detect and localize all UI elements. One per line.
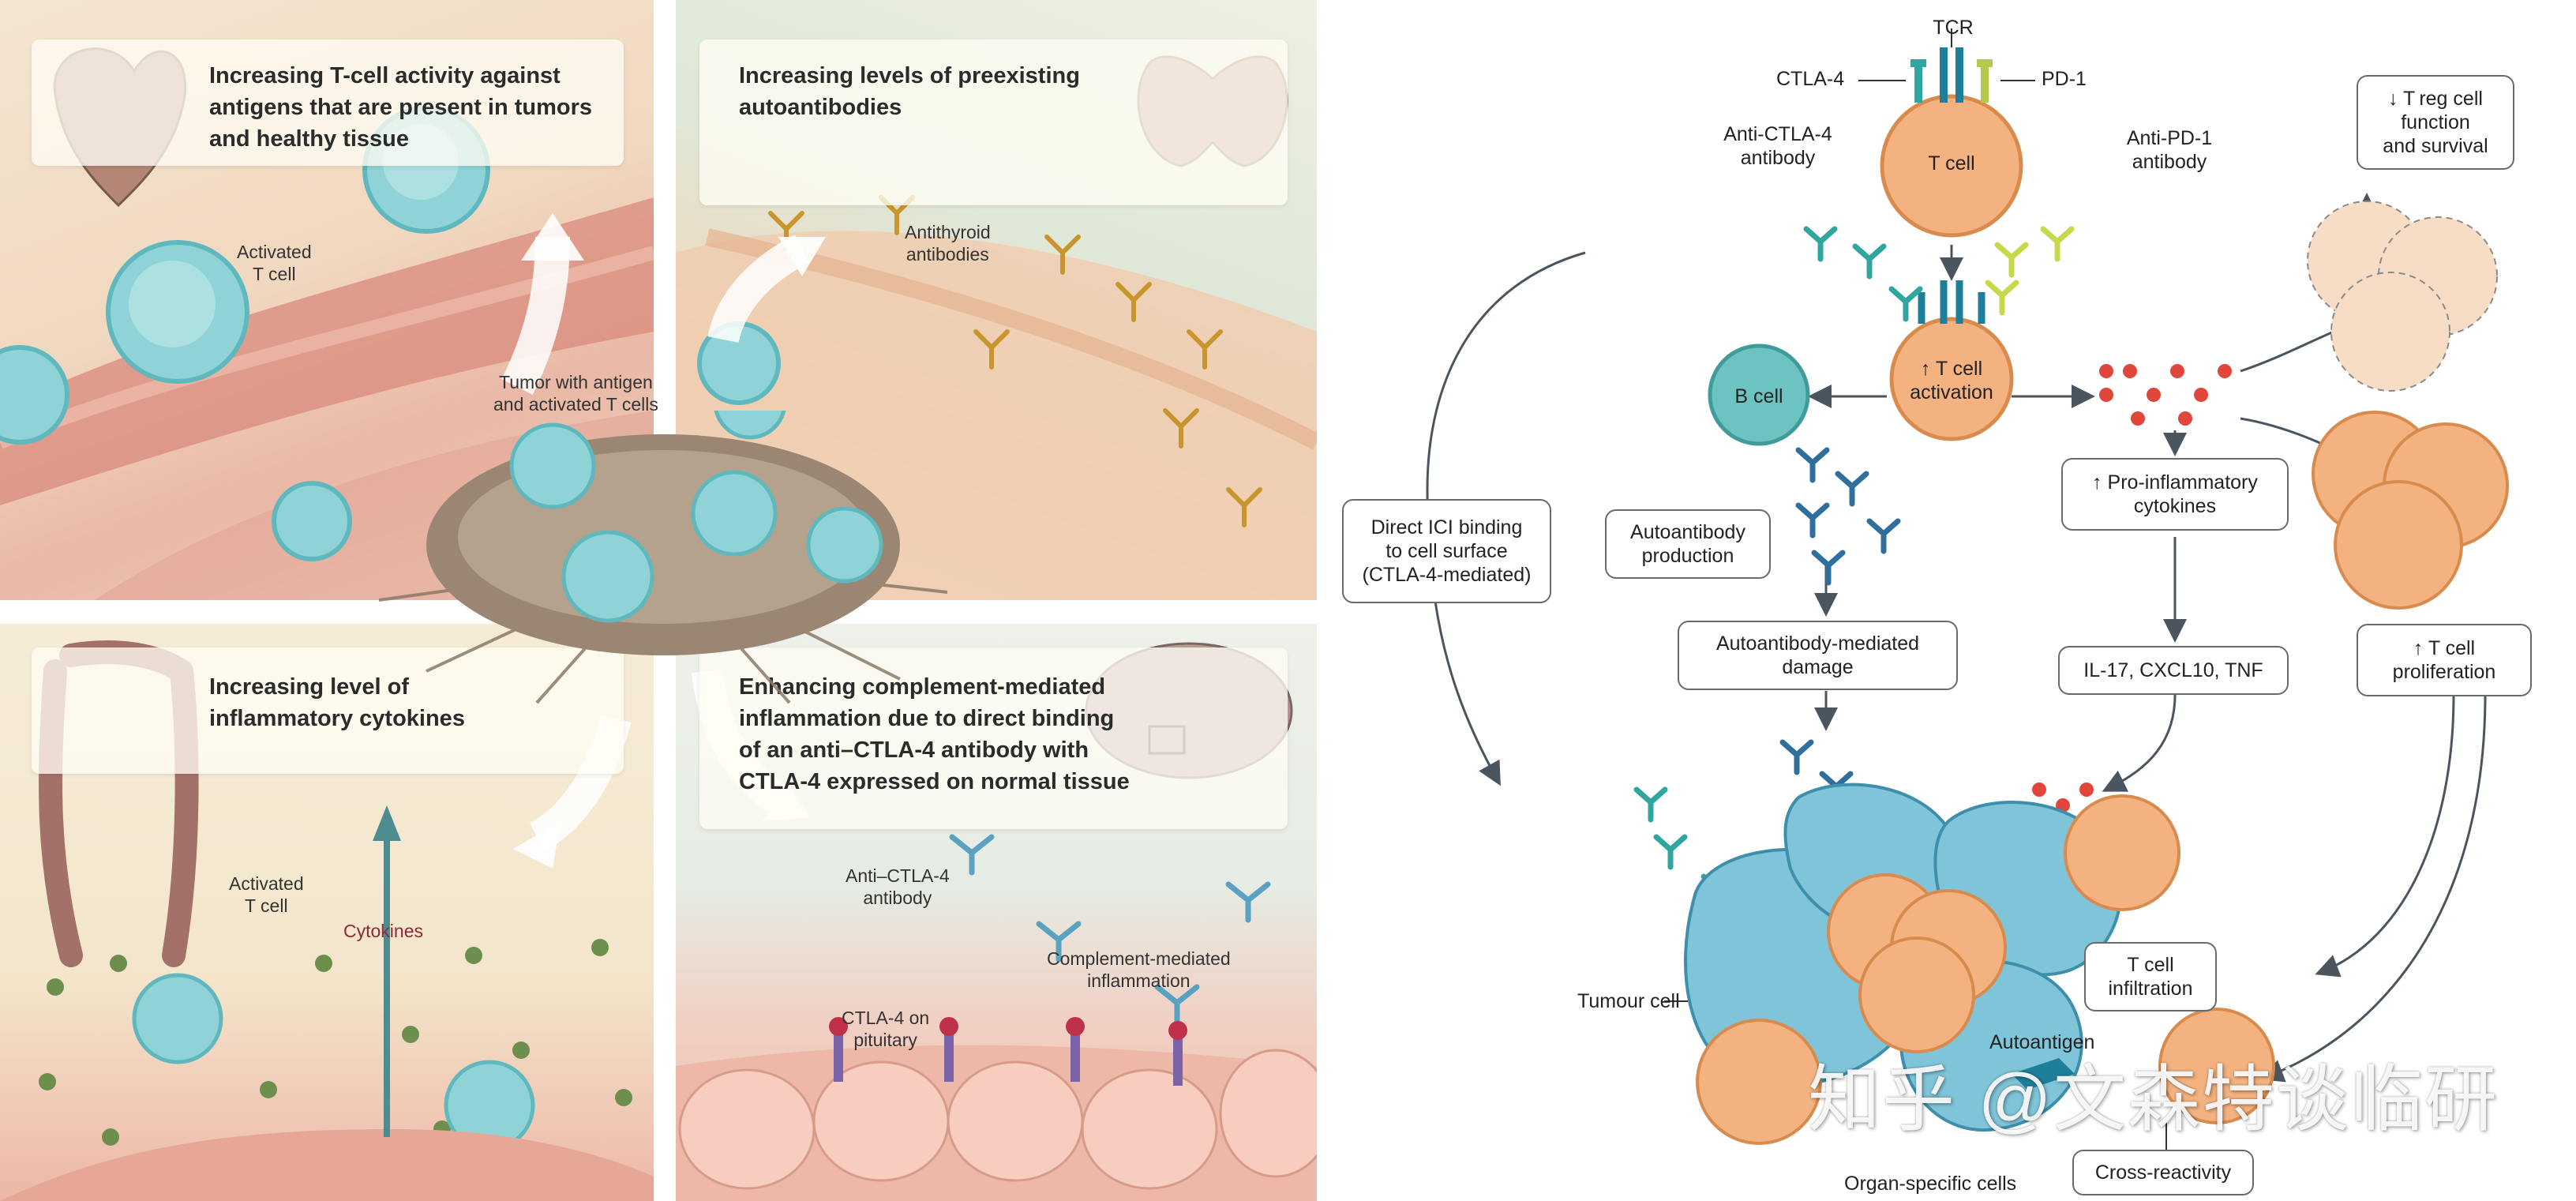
t-cell-label: T cell: [1928, 152, 1975, 175]
cytokine-dots: [39, 939, 632, 1169]
tumour-cell-label: Tumour cell: [1577, 990, 1680, 1012]
panel-caption: Enhancing complement-mediated inflammati…: [739, 674, 1130, 794]
t-cell: [0, 345, 69, 445]
panel-caption: Increasing level of inflammatory cytokin…: [209, 674, 465, 731]
ctla4-pituitary-label: CTLA-4 on pituitary: [842, 1008, 930, 1050]
activated-t-cell: [1889, 280, 2014, 441]
tcr-label: TCR: [1933, 17, 1974, 39]
mechanism-diagram: [1426, 28, 2509, 1150]
autoantibody-damage-box: Autoantibody-mediated damage: [1678, 621, 1958, 690]
t-cell: [1880, 94, 2023, 238]
anti-pd1-antibodies: [1985, 226, 2075, 316]
treg-function-box: ↓ T reg cell function and survival: [2357, 75, 2514, 170]
b-cell: [1708, 343, 1810, 446]
caption-box: [699, 39, 1288, 205]
antithyroid-antibodies-label: Antithyroid antibodies: [905, 222, 991, 265]
cross-reactivity-box: Cross-reactivity: [2072, 1150, 2254, 1195]
panel-complement: Enhancing complement-mediated inflammati…: [676, 624, 1317, 1201]
t-cell: [272, 481, 352, 561]
anti-ctla4-label: Anti-CTLA-4 antibody: [1723, 123, 1832, 169]
t-cell-infiltration-box: T cell infiltration: [2084, 942, 2217, 1011]
blood-vessel: [0, 197, 654, 505]
tumor-illustration: [379, 411, 947, 704]
caption-box: [32, 647, 624, 774]
watermark: 知乎 @文森特谈临研: [1808, 1060, 2499, 1140]
panel-cytokines: Increasing level of inflammatory cytokin…: [0, 624, 654, 1201]
anti-ctla4-antibody-label: Anti–CTLA-4 antibody: [846, 865, 950, 908]
anti-pd1-label: Anti-PD-1 antibody: [2126, 127, 2213, 173]
autoantigen-marker: [2012, 1058, 2075, 1090]
proliferating-t-cells: [2312, 411, 2509, 610]
pd1-label: PD-1: [2042, 68, 2087, 90]
arrow-up-right: [707, 235, 810, 343]
activated-t-cell-label: Activated T cell: [237, 242, 312, 284]
ctla4-label: CTLA-4: [1776, 68, 1845, 90]
t-cell-activation-label: ↑ T cell activation: [1910, 358, 1993, 403]
antibody-cluster: [768, 195, 1262, 527]
activated-t-cell: [132, 973, 223, 1064]
tumor-label: Tumor with antigen and activated T cells: [493, 372, 658, 415]
organ-specific-cells-label: Organ-specific cells: [1844, 1173, 2017, 1195]
direct-ici-binding-box: Direct ICI binding to cell surface (CTLA…: [1342, 499, 1551, 603]
autoantigen-label: Autoantigen: [1989, 1031, 2095, 1053]
infiltrating-t-cells: [1696, 794, 2275, 1145]
t-cell-proliferation-box: ↑ T cell proliferation: [2357, 624, 2532, 696]
pro-inflammatory-box: ↑ Pro-inflammatory cytokines: [2061, 458, 2289, 531]
cytokine-dots: [2032, 364, 2232, 836]
treg-cells: [2307, 201, 2498, 392]
autoantibody-production-box: Autoantibody production: [1605, 509, 1771, 579]
panel-caption: Increasing levels of preexisting autoant…: [739, 63, 1080, 120]
antibody-cluster: [949, 834, 1271, 1026]
pituitary-cells: [678, 1049, 1317, 1190]
b-cell-label: B cell: [1734, 385, 1783, 407]
activated-t-cell-label: Activated T cell: [229, 873, 304, 916]
caption-box: [699, 647, 1288, 829]
complement-inflammation-label: Complement-mediated inflammation: [1047, 948, 1231, 991]
cytokine-list-box: IL-17, CXCL10, TNF: [2058, 646, 2289, 695]
activated-t-cell: [106, 240, 249, 384]
caption-box: [32, 39, 624, 166]
panel-caption: Increasing T-cell activity against antig…: [209, 63, 593, 152]
receptor-cluster: [1910, 47, 1993, 103]
cytokines-label: Cytokines: [343, 921, 423, 941]
leader-lines: [1664, 28, 2167, 1150]
ctla4-receptors: [829, 1017, 1187, 1086]
